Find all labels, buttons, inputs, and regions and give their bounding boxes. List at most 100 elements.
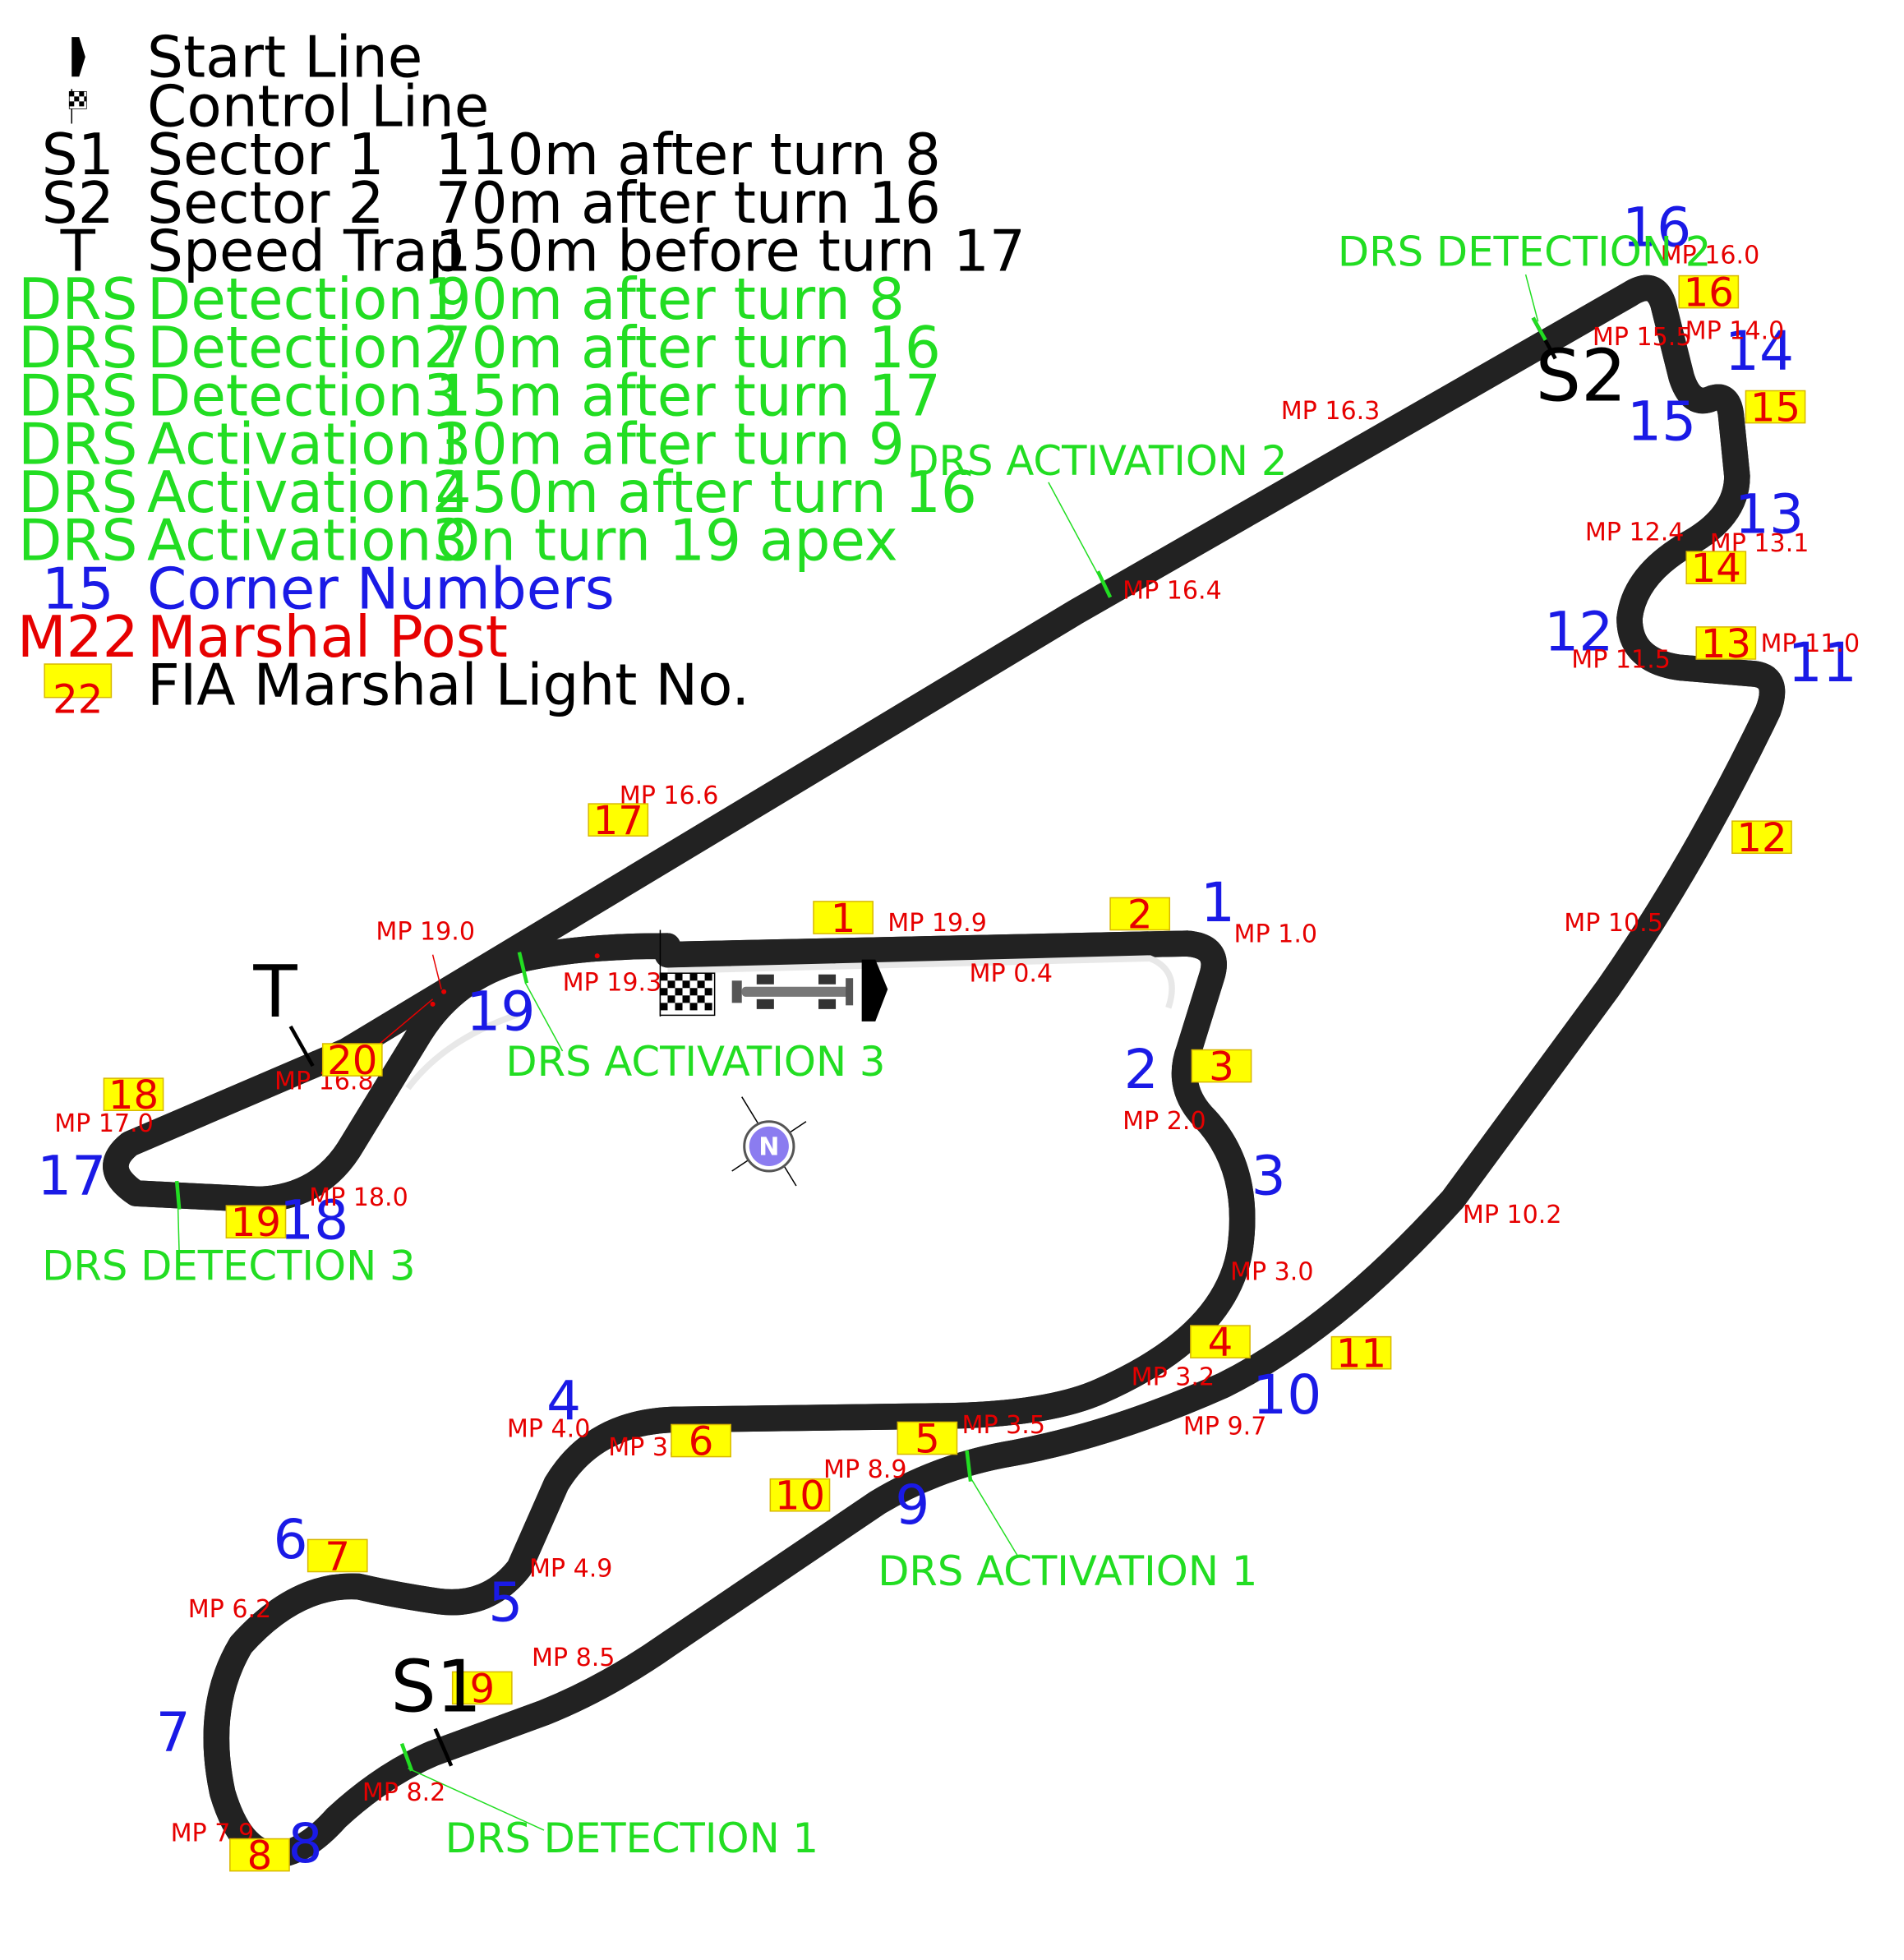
marshal-post-label: MP 9.7 bbox=[1183, 1412, 1266, 1441]
marshal-post-label: MP 3.2 bbox=[1132, 1363, 1215, 1391]
marshal-light-box bbox=[1731, 820, 1792, 855]
speed-trap-line bbox=[288, 1025, 315, 1068]
marshal-post-label: MP 16.4 bbox=[1123, 576, 1222, 605]
marshal-light: 2 bbox=[1109, 892, 1171, 938]
legend-label: Detection1 bbox=[147, 267, 459, 333]
drs-detection-2-line bbox=[1531, 316, 1547, 341]
legend-key: DRS bbox=[18, 316, 137, 381]
marshal-light-number: 18 bbox=[108, 1072, 159, 1118]
legend-detail: 150m before turn 17 bbox=[436, 219, 1026, 285]
drs-activation-2-line bbox=[1095, 570, 1113, 598]
marshal-light-number: 2 bbox=[1127, 892, 1153, 938]
drs-label: DRS DETECTION 1 bbox=[445, 1815, 818, 1862]
marshal-light: 5 bbox=[897, 1417, 958, 1463]
marshal-light: 17 bbox=[588, 798, 649, 844]
corner-number: 16 bbox=[1622, 196, 1691, 259]
marshal-post-label: MP 4.0 bbox=[507, 1414, 590, 1443]
marshal-post-label: MP 6.2 bbox=[188, 1595, 271, 1624]
marshal-post-label: MP 1.0 bbox=[1234, 920, 1317, 949]
legend-detail: 110m after turn 8 bbox=[436, 122, 941, 188]
marshal-light: 16 bbox=[1678, 270, 1740, 316]
marshal-light: 4 bbox=[1190, 1320, 1251, 1366]
legend-label: Start Line bbox=[147, 25, 422, 90]
legend-key: S1 bbox=[42, 122, 114, 188]
sector-2-label: S2 bbox=[1536, 334, 1627, 418]
marshal-light-box bbox=[1330, 1335, 1392, 1370]
marshal-light: 14 bbox=[1685, 546, 1747, 592]
corner-number: 3 bbox=[1252, 1145, 1286, 1208]
legend-detail: 15m after turn 17 bbox=[436, 364, 941, 430]
marshal-light-number: 12 bbox=[1736, 815, 1786, 861]
marshal-light-number: 13 bbox=[1701, 621, 1751, 667]
legend-label: Corner Numbers bbox=[147, 556, 615, 622]
marshal-light: 3 bbox=[1191, 1045, 1252, 1091]
corner-number: 7 bbox=[156, 1701, 191, 1764]
marshal-light: 7 bbox=[307, 1533, 368, 1580]
marshal-post-label: MP 17.0 bbox=[54, 1109, 154, 1138]
legend-detail: 30m after turn 9 bbox=[436, 412, 905, 477]
car-icon bbox=[731, 974, 854, 1009]
start-line-arrow bbox=[861, 959, 888, 1022]
marshal-light-number: 7 bbox=[325, 1533, 350, 1580]
corner-number: 10 bbox=[1252, 1363, 1321, 1427]
sector-1-label: S1 bbox=[390, 1645, 482, 1729]
drs-label: DRS ACTIVATION 2 bbox=[907, 437, 1287, 485]
legend-detail: 70m after turn 16 bbox=[436, 316, 941, 381]
marshal-post-label: MP 3.5 bbox=[962, 1411, 1045, 1440]
marshal-post-label: MP 8.9 bbox=[823, 1455, 906, 1484]
marshal-light-number: 20 bbox=[327, 1038, 377, 1084]
drs-activation-3-line bbox=[517, 952, 529, 984]
marshal-post-label: MP 8.5 bbox=[532, 1644, 615, 1672]
legend-label: Marshal Post bbox=[147, 605, 508, 671]
marshal-light-number: 15 bbox=[1750, 385, 1800, 431]
corner-number: 9 bbox=[895, 1473, 929, 1537]
legend-key: DRS bbox=[18, 364, 137, 430]
drs-label: DRS DETECTION 3 bbox=[42, 1242, 415, 1289]
legend-detail: 90m after turn 8 bbox=[436, 267, 905, 333]
s1-line bbox=[433, 1727, 454, 1767]
marshal-light-box bbox=[103, 1077, 164, 1112]
legend-detail: 70m after turn 16 bbox=[436, 171, 941, 237]
legend-key: M22 bbox=[17, 605, 139, 671]
sector-labels: S1 S2T bbox=[252, 334, 1626, 1729]
marshal-post-label: MP 3.0 bbox=[1230, 1257, 1313, 1286]
drs-detection-1-line bbox=[399, 1742, 414, 1772]
legend-label: Sector 2 bbox=[147, 171, 384, 237]
marshal-light-number: 14 bbox=[1691, 546, 1741, 592]
marshal-light-box bbox=[588, 803, 649, 837]
control-line-checker bbox=[659, 972, 716, 1017]
marshal-light-box bbox=[1678, 274, 1740, 309]
corner-number: 6 bbox=[274, 1508, 308, 1571]
legend-detail: 450m after turn 16 bbox=[436, 460, 977, 526]
corner-number: 15 bbox=[1627, 390, 1696, 454]
marshal-post-label: MP 18.0 bbox=[309, 1183, 408, 1212]
corner-number: 8 bbox=[288, 1812, 323, 1875]
marshal-light-box bbox=[897, 1421, 958, 1455]
drs-activation-1-line bbox=[965, 1450, 973, 1482]
marshal-post-label: MP 10.2 bbox=[1463, 1201, 1562, 1229]
speed-trap-label: T bbox=[252, 950, 297, 1034]
legend-key: S2 bbox=[42, 171, 114, 237]
marshal-light-box bbox=[1109, 897, 1171, 931]
marshal-post-label: MP 11.0 bbox=[1760, 630, 1860, 658]
marshal-light: 1 bbox=[813, 896, 874, 942]
marshal-light: 19 bbox=[225, 1200, 287, 1246]
legend-key: DRS bbox=[18, 509, 137, 574]
legend-key: DRS bbox=[18, 460, 137, 526]
marshal-light-number: 6 bbox=[689, 1419, 714, 1465]
legend-key: 22 bbox=[53, 677, 103, 723]
marshal-light: 15 bbox=[1745, 385, 1806, 431]
corner-number: 13 bbox=[1735, 483, 1804, 546]
marshal-post-label: MP 19.0 bbox=[376, 918, 475, 947]
marshal-light-number: 8 bbox=[247, 1833, 273, 1879]
marshal-post-label: MP 8.2 bbox=[362, 1778, 445, 1807]
corner-number: 5 bbox=[488, 1571, 523, 1635]
corner-number: 2 bbox=[1124, 1038, 1159, 1101]
legend-label: Detection2 bbox=[147, 316, 459, 381]
marshal-light-number: 1 bbox=[831, 896, 856, 942]
